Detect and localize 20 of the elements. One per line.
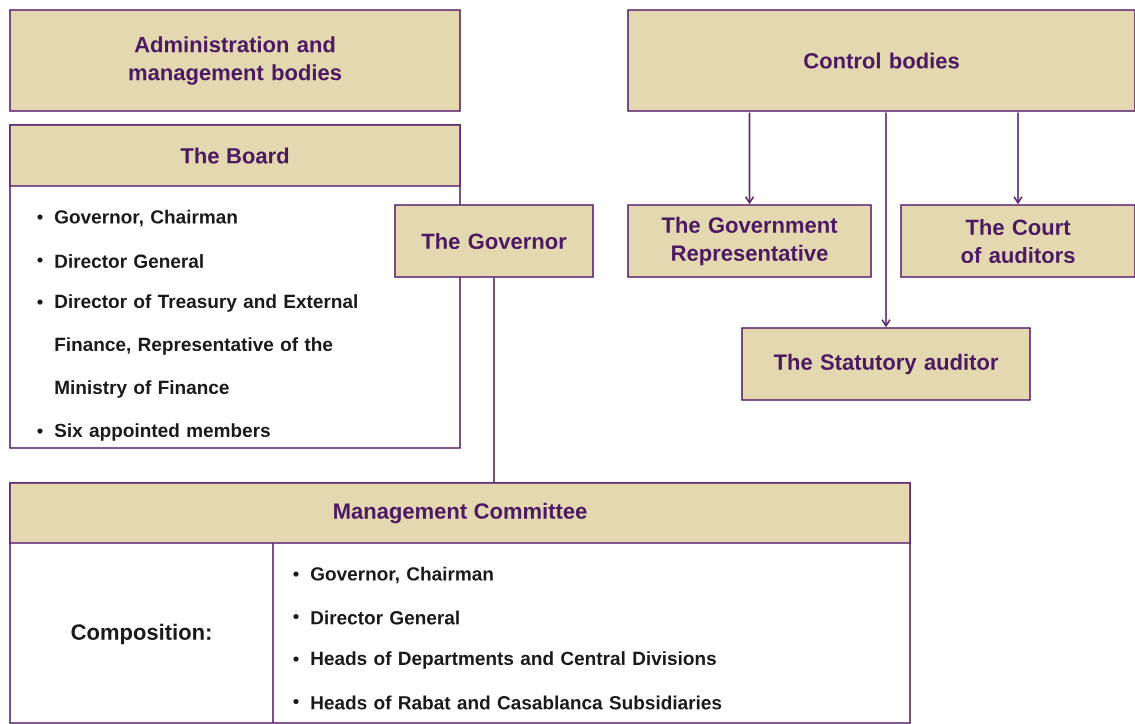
heading-box: Administration and management bodies: [9, 9, 461, 112]
connector-arrow: [881, 111, 891, 328]
role-box: The Governor: [394, 204, 594, 278]
bullet-item: Director General: [37, 254, 203, 268]
connector-arrow: [744, 111, 755, 205]
connector-arrow: [1013, 111, 1023, 205]
bullet-item: Six appointed members: [37, 423, 270, 441]
panel-heading: Management Committee: [334, 502, 587, 524]
panel-heading: The Board: [180, 147, 289, 164]
role-box: The Statutory auditor: [741, 327, 1031, 401]
bullet-item: Director General: [293, 610, 459, 625]
role-box: The Government Representative: [627, 204, 872, 278]
role-box: The Court of auditors: [900, 204, 1135, 278]
bullet-item: Heads of Rabat and Casablanca Subsidiaries: [293, 695, 722, 710]
bullet-item: Director of Treasury and External Finance, Representative of the Ministry of Finance: [37, 294, 357, 398]
bullet-item: Governor, Chairman: [37, 209, 237, 227]
bullet-item: Governor, Chairman: [293, 566, 493, 584]
heading-box: Control bodies: [627, 9, 1135, 112]
bullet-item: Heads of Departments and Central Divisions: [293, 651, 716, 669]
row-label: Composition:: [71, 623, 211, 645]
